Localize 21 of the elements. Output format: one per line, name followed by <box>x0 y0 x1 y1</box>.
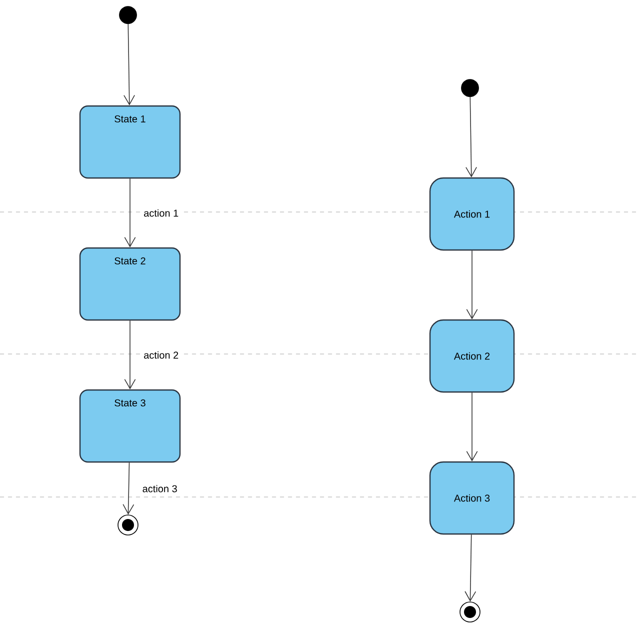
state-box: State 3 <box>79 389 181 463</box>
arrow <box>466 96 477 178</box>
edge-label: action 1 <box>140 206 182 220</box>
edge-label: action 3 <box>140 482 180 495</box>
arrow <box>464 534 476 602</box>
arrow <box>122 462 134 515</box>
arrow <box>124 24 135 106</box>
arrow <box>466 250 478 320</box>
edge-label: action 2 <box>140 348 182 362</box>
arrow <box>466 392 478 462</box>
initial-node <box>461 79 479 97</box>
arrow <box>124 178 136 248</box>
action-box: Action 3 <box>429 461 515 535</box>
final-node <box>460 602 480 622</box>
state-box: State 1 <box>79 105 181 179</box>
state-box: State 2 <box>79 247 181 321</box>
action-box: Action 2 <box>429 319 515 393</box>
arrow <box>124 320 136 390</box>
initial-node <box>119 6 137 24</box>
final-node <box>118 514 138 536</box>
action-box: Action 1 <box>429 177 515 251</box>
